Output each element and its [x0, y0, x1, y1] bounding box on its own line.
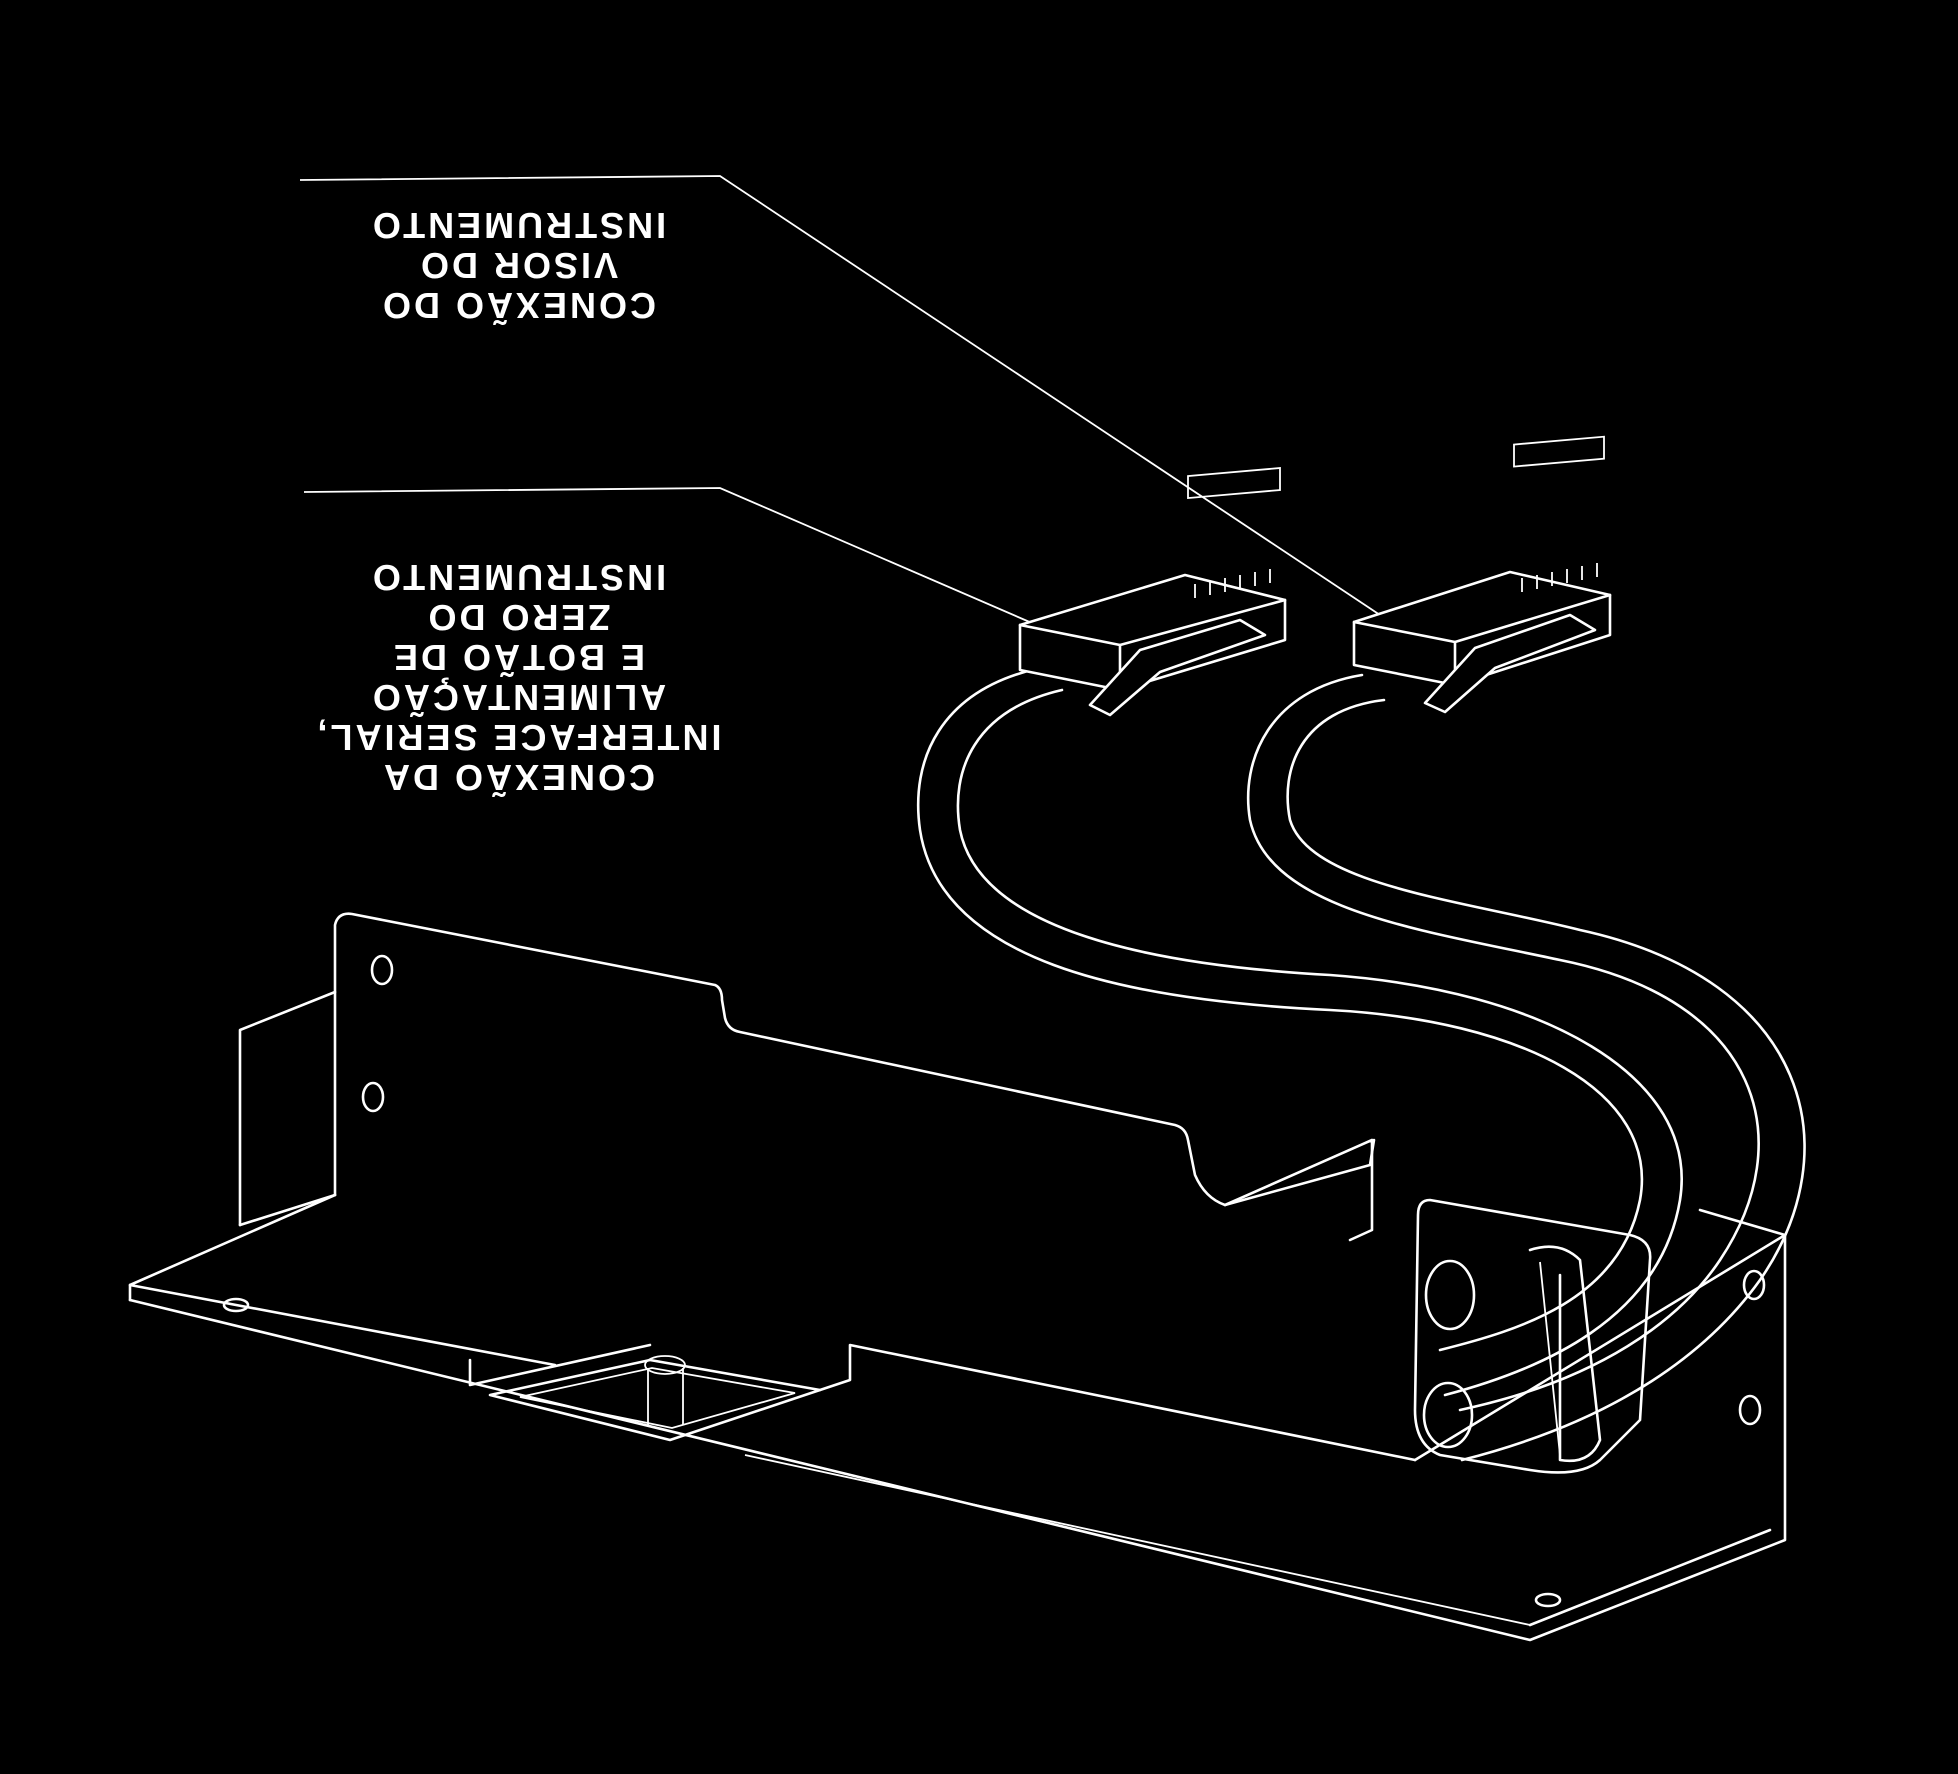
mounting-hole	[1534, 1592, 1562, 1608]
display-connection-label: CONEXÃO DO VISOR DO INSTRUMENTO	[370, 205, 666, 327]
display-label-line-1: CONEXÃO DO	[380, 285, 656, 327]
serial-label-line-5: ZERO DO	[425, 597, 610, 638]
serial-label-line-4: E BOTÃO DE	[391, 637, 645, 679]
cable-entry-housing	[1413, 1198, 1652, 1474]
cables	[916, 666, 1806, 1462]
mounting-hole	[361, 1081, 385, 1113]
serial-connection-label: CONEXÃO DA INTERFACE SERIAL, ALIMENTAÇÃO…	[314, 557, 721, 799]
mounting-hole	[222, 1297, 250, 1313]
mounting-hole	[1742, 1269, 1766, 1301]
display-rj-plug	[1352, 435, 1612, 714]
display-label-line-3: INSTRUMENTO	[370, 205, 666, 246]
serial-label-line-6: INSTRUMENTO	[370, 557, 666, 598]
mounting-bracket	[128, 912, 1787, 1642]
serial-leader-line	[303, 487, 1063, 637]
serial-label-line-2: INTERFACE SERIAL,	[314, 717, 721, 758]
serial-rj-plug	[1018, 467, 1287, 717]
display-label-line-2: VISOR DO	[418, 245, 618, 286]
serial-label-line-3: ALIMENTAÇÃO	[370, 677, 666, 719]
display-leader-line	[299, 175, 1381, 616]
serial-label-line-1: CONEXÃO DA	[381, 757, 655, 799]
mounting-hole	[370, 954, 394, 986]
mounting-hole	[1738, 1394, 1762, 1426]
